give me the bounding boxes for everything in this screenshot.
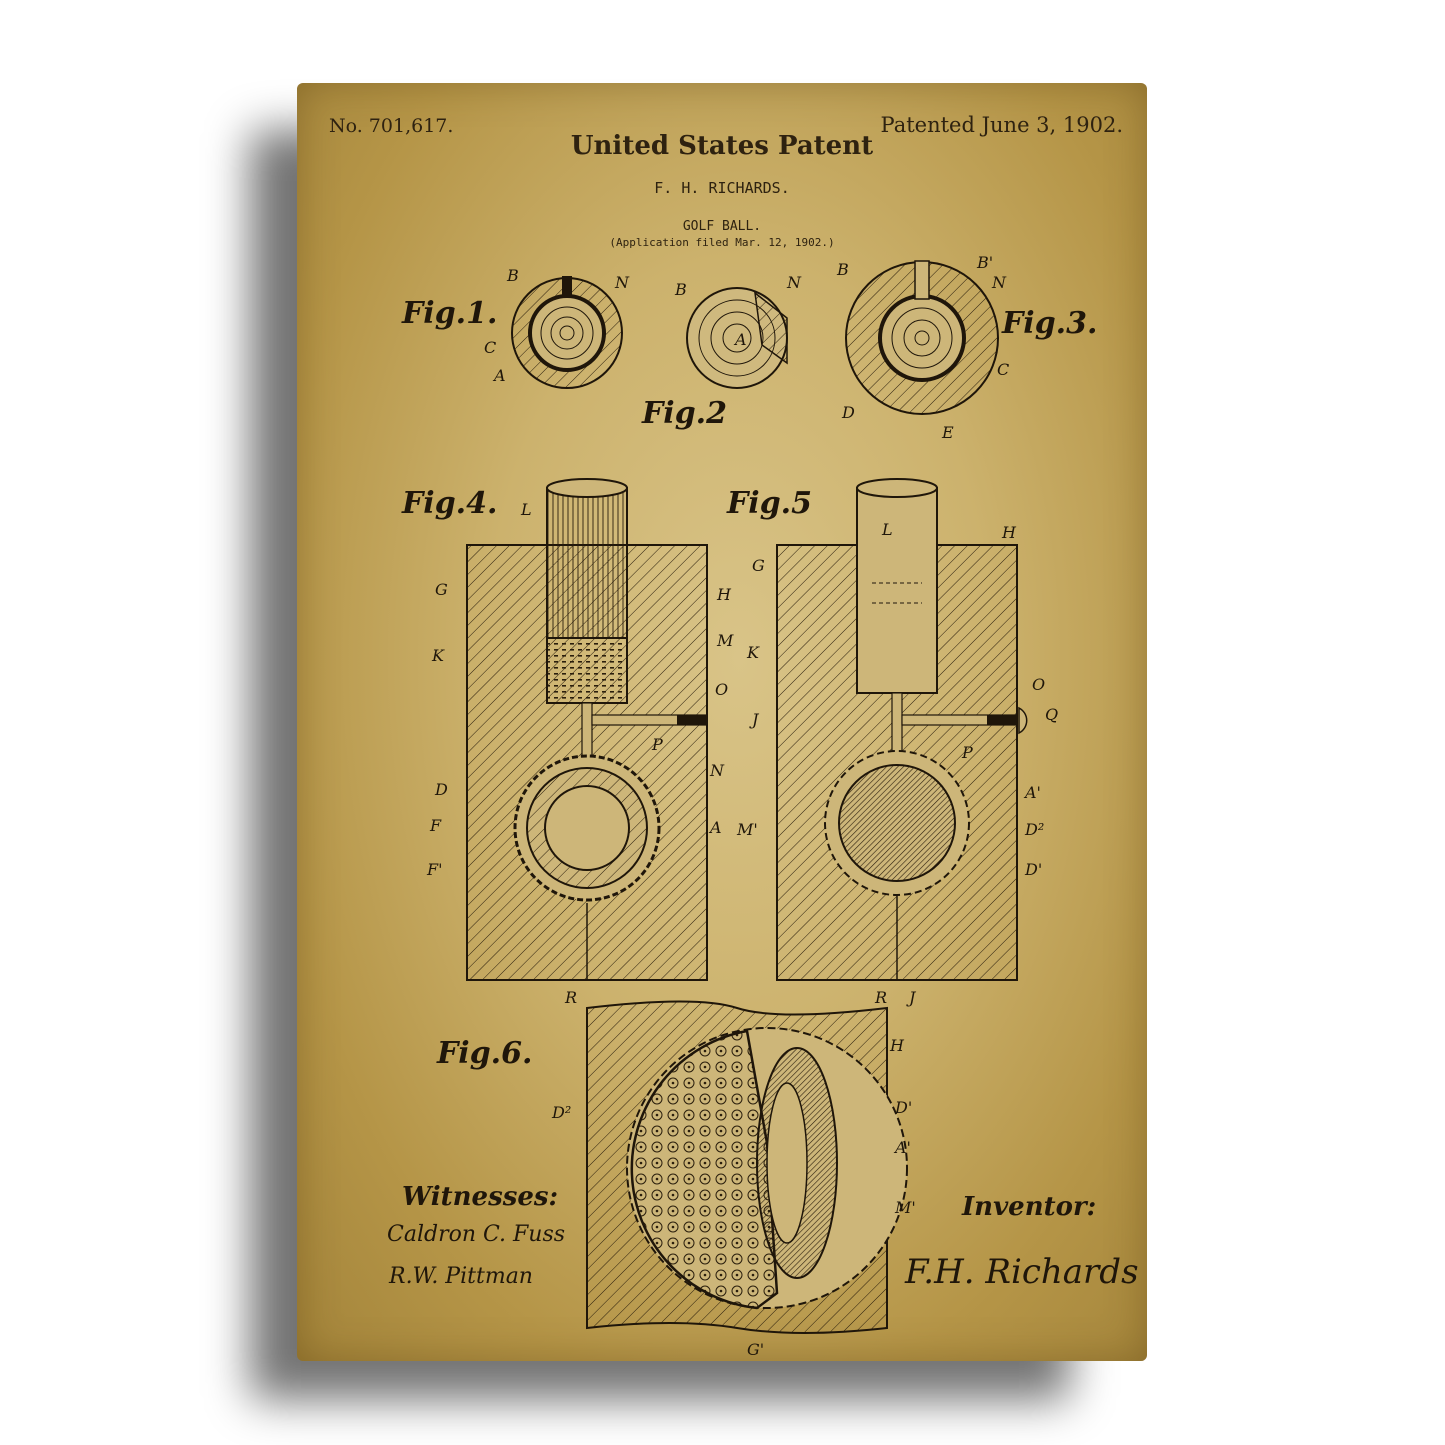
label-M1-fig5: M' [736, 820, 758, 839]
label-R-fig6-left: R [564, 988, 577, 1007]
witness-2: R.W. Pittman [388, 1264, 533, 1289]
label-K-fig4: K [431, 646, 445, 665]
figure-1: Fig.1. B N C A [401, 266, 630, 389]
label-D-fig4: D [434, 780, 448, 799]
figure-5: Fig.5 L H G K O J Q P A' M' D² D' [726, 478, 1058, 981]
inventor-label: Inventor: [961, 1192, 1096, 1222]
label-N-fig3: N [991, 273, 1007, 292]
label-K-fig5: K [746, 643, 760, 662]
label-E-fig3: E [941, 423, 954, 442]
label-L-fig4: L [520, 500, 532, 519]
label-F1-fig4: F' [426, 860, 443, 879]
label-A1-fig5: A' [1023, 783, 1041, 802]
metal-print-plate: No. 701,617. Patented June 3, 1902. Unit… [297, 83, 1147, 1361]
figure-3: Fig.3. B B' N C D E [836, 253, 1097, 442]
label-B: B [506, 266, 519, 285]
label-O-fig4: O [715, 680, 728, 699]
inventor-name: F. H. RICHARDS. [654, 179, 790, 197]
witnesses-label: Witnesses: [402, 1182, 558, 1212]
label-N: N [614, 273, 630, 292]
figure-6: Fig.6. R R J H D² D' A' M' G' [436, 988, 917, 1359]
inventor-signature: F.H. Richards [904, 1252, 1139, 1292]
label-B-fig2: B [674, 280, 687, 299]
label-Q-fig5: Q [1045, 705, 1058, 724]
label-G-fig5: G [752, 556, 765, 575]
label-A: A [492, 366, 506, 385]
label-D-fig3: D [841, 403, 855, 422]
label-G1-fig6: G' [747, 1340, 764, 1359]
application-filed: (Application filed Mar. 12, 1902.) [609, 236, 835, 249]
label-H-fig5: H [1001, 523, 1017, 542]
label-L-fig5: L [881, 520, 893, 539]
patent-date: Patented June 3, 1902. [880, 113, 1123, 137]
patent-title: United States Patent [570, 131, 874, 161]
label-G-fig4: G [435, 580, 448, 599]
fig2-title: Fig.2 [641, 396, 727, 431]
label-J-fig6: J [906, 988, 917, 1007]
label-P-fig5: P [961, 743, 973, 762]
label-C-fig3: C [997, 360, 1009, 379]
label-B1-fig3: B' [976, 253, 993, 272]
label-H-fig6: H [889, 1036, 905, 1055]
label-B-fig3: B [836, 260, 849, 279]
patent-number: No. 701,617. [329, 115, 454, 137]
signature-block: Witnesses: Caldron C. Fuss R.W. Pittman … [387, 1182, 1139, 1292]
label-M-fig4: M [716, 631, 734, 650]
patent-drawing: Fig.1. B N C A Fig.2 B N A [387, 253, 1139, 1359]
label-M1-fig6: M' [894, 1198, 916, 1217]
label-R-fig6-right: R [874, 988, 887, 1007]
figure-4: Fig.4. L G H K M O P N D F A F' [401, 478, 734, 981]
label-D2-fig6: D² [551, 1103, 571, 1122]
label-H-fig4: H [716, 585, 732, 604]
fig3-title: Fig.3. [1001, 306, 1097, 341]
label-D1-fig5: D' [1024, 860, 1042, 879]
label-A-fig2: A [733, 330, 747, 349]
witness-1: Caldron C. Fuss [387, 1222, 565, 1247]
label-J-fig5: J [749, 710, 760, 729]
fig6-title: Fig.6. [436, 1036, 532, 1071]
label-P-fig4: P [651, 735, 663, 754]
fig1-title: Fig.1. [401, 296, 497, 331]
fig5-title: Fig.5 [726, 486, 812, 521]
label-D2-fig5: D² [1024, 820, 1044, 839]
label-A-fig4: A [708, 818, 722, 837]
label-D1-fig6: D' [894, 1098, 912, 1117]
label-C: C [484, 338, 496, 357]
fig4-title: Fig.4. [401, 486, 497, 521]
label-O-fig5: O [1032, 675, 1045, 694]
figure-2: Fig.2 B N A [641, 273, 802, 431]
label-F-fig4: F [429, 816, 442, 835]
label-N-fig2: N [786, 273, 802, 292]
label-N-fig4: N [709, 761, 725, 780]
label-A1-fig6: A' [893, 1138, 911, 1157]
patent-subject: GOLF BALL. [682, 219, 762, 234]
